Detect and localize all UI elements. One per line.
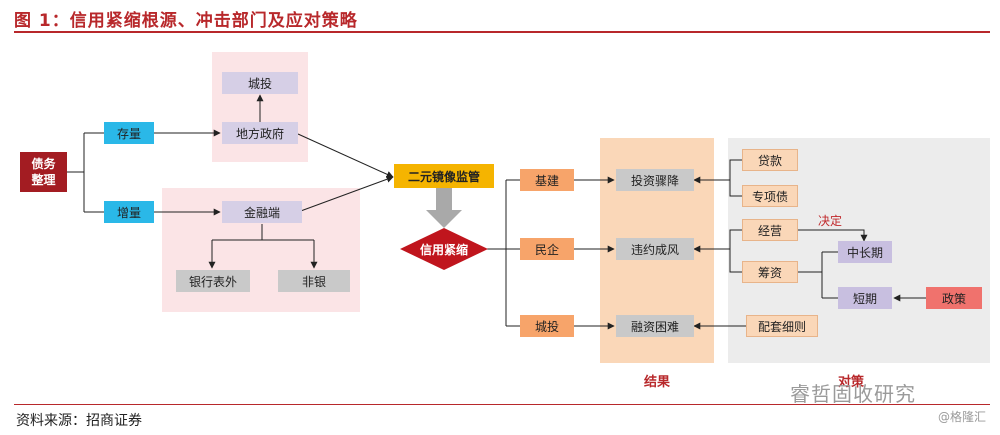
financing-difficulty-node: 融资困难 [616, 315, 694, 337]
chengtou-sector-node: 城投 [520, 315, 574, 337]
bank-offbalance-node: 银行表外 [176, 270, 250, 292]
policy-node: 政策 [926, 287, 982, 309]
watermark-brand: 睿哲固收研究 [790, 382, 916, 406]
result-label: 结果 [644, 375, 671, 390]
credit-crunch-node: 信用紧缩 [419, 242, 468, 257]
strategy-label: 对策 [838, 375, 865, 390]
operations-node: 经营 [742, 219, 798, 241]
stock-node: 存量 [104, 122, 154, 144]
private-enterprise-node: 民企 [520, 238, 574, 260]
short-term-node: 短期 [838, 287, 892, 309]
decide-label: 决定 [818, 214, 843, 228]
local-government-node: 地方政府 [222, 122, 298, 144]
loan-node: 贷款 [742, 149, 798, 171]
infrastructure-node: 基建 [520, 169, 574, 191]
dual-mirror-regulation-node: 二元镜像监管 [394, 164, 494, 188]
page-title: 图 1：信用紧缩根源、冲击部门及应对策略 [14, 11, 358, 31]
special-bond-node: 专项债 [742, 185, 798, 207]
chengtou-top-node: 城投 [222, 72, 298, 94]
footer-rule [14, 404, 990, 405]
financial-side-node: 金融端 [222, 201, 302, 223]
watermark-site: @格隆汇 [938, 410, 987, 424]
investment-plunge-node: 投资骤降 [616, 169, 694, 191]
increment-node: 增量 [104, 201, 154, 223]
supporting-rules-node: 配套细则 [746, 315, 818, 337]
source-note: 资料来源：招商证券 [16, 413, 142, 429]
default-wave-node: 违约成风 [616, 238, 694, 260]
title-rule [14, 31, 990, 33]
credit-crunch-diamond [400, 228, 488, 270]
fundraising-node: 筹资 [742, 261, 798, 283]
nonbank-node: 非银 [278, 270, 350, 292]
mid-long-term-node: 中长期 [838, 241, 892, 263]
debt-restructure-node: 债务 整理 [20, 152, 67, 192]
